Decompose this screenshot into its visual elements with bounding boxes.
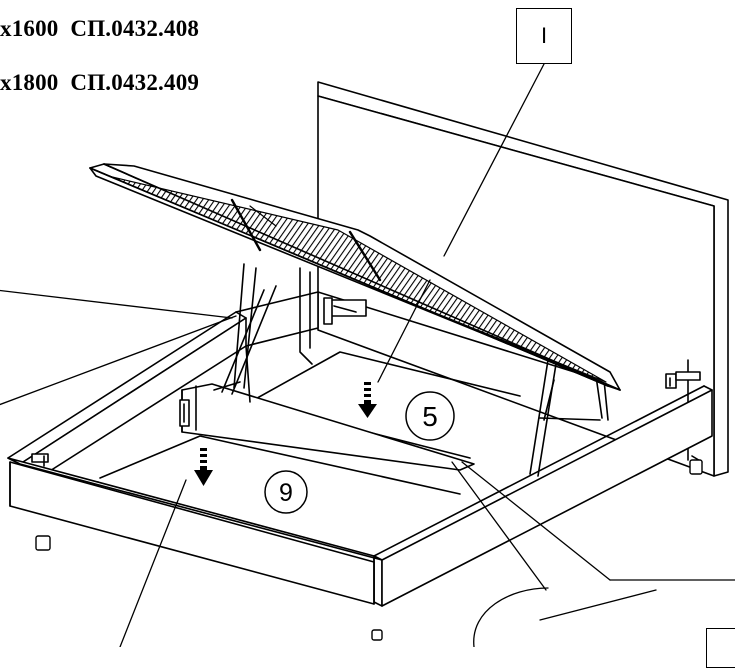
leader-lines: [0, 63, 735, 647]
detail-callout-box: I: [516, 8, 572, 64]
slatted-frame: [89, 163, 621, 391]
lift-mechanism-right: [529, 359, 609, 477]
spec-line-1600: x1600 СП.0432.408: [0, 16, 200, 41]
bed-assembly-diagram: 5 9: [0, 63, 735, 647]
arrow-step-5: [358, 382, 377, 418]
step-9-number: 9: [279, 479, 293, 507]
bed-feet: [35, 459, 703, 641]
lift-mechanism-left: [213, 263, 367, 395]
middle-divider: [179, 383, 475, 471]
step-5-circle: [405, 391, 455, 441]
detail-callout-label: I: [540, 23, 548, 48]
foot-rail: [7, 453, 383, 605]
step-9-circle: [264, 470, 308, 514]
spec-line-1800: x1800 СП.0432.409: [0, 70, 200, 95]
detail-view-box: [706, 628, 735, 668]
arrow-step-9: [194, 448, 213, 486]
step-5-number: 5: [422, 401, 438, 432]
